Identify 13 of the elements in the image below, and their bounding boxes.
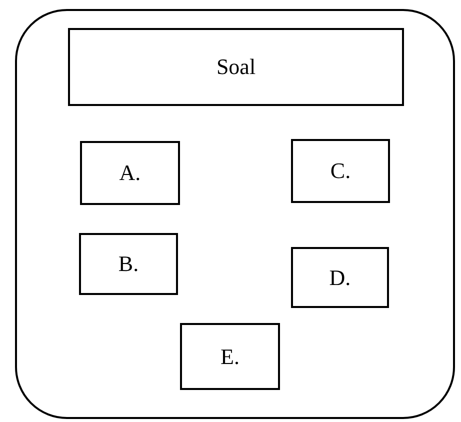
box-label: E. [220,346,240,368]
box-label: D. [329,266,351,288]
text-box [291,247,389,308]
rounded-frame [15,9,455,419]
text-box [180,323,280,390]
box-label: A. [119,162,141,184]
text-box [68,28,404,106]
box-label: C. [330,160,351,182]
box-label: B. [118,253,139,275]
text-box [291,139,390,203]
text-box [79,233,178,295]
box-label: Soal [216,56,256,78]
text-box [80,141,180,205]
